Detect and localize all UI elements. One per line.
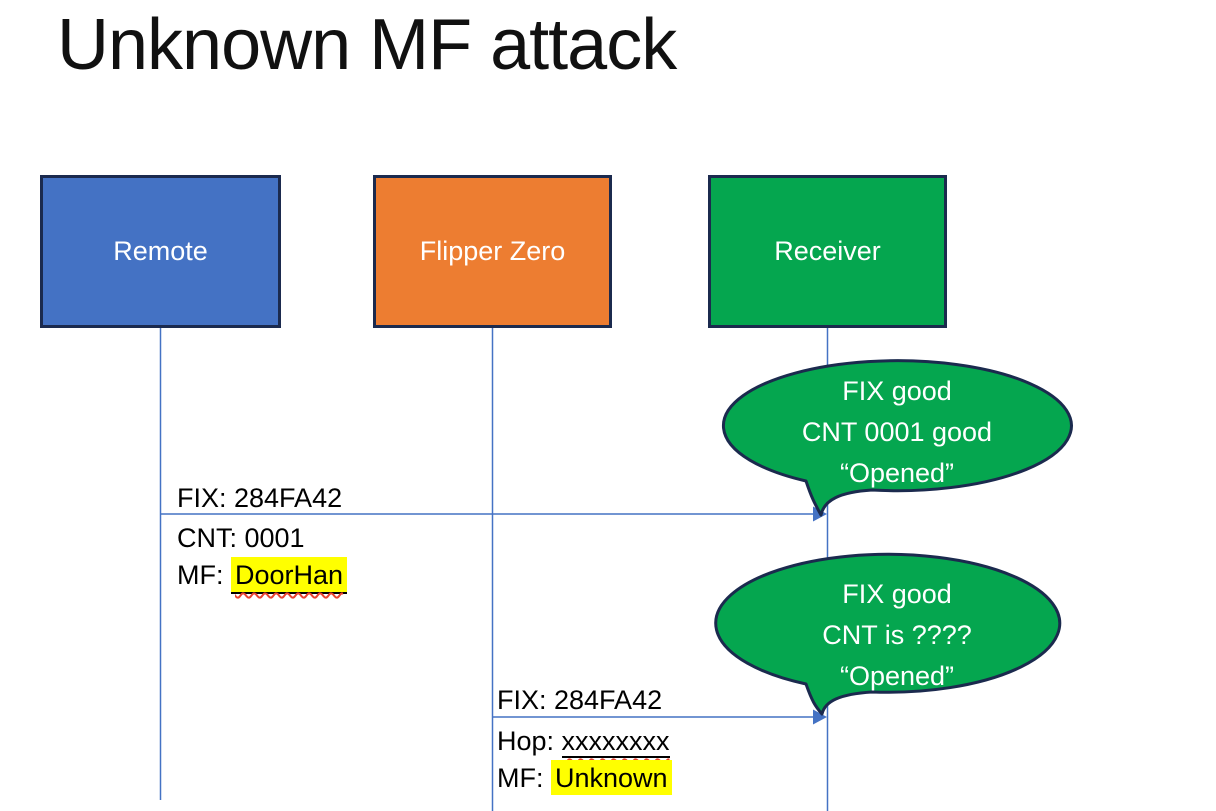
- message-1-cnt-label: CNT: 0001: [177, 523, 305, 553]
- message-1-fix-label: FIX: 284FA42: [177, 483, 343, 513]
- bubble-2-line-2: CNT is ????: [822, 620, 972, 650]
- message-2-hop-label: Hop: xxxxxxxx: [497, 726, 670, 758]
- speech-bubble-2-shape: [714, 552, 1062, 716]
- bubble-2-line-1: FIX good: [842, 579, 952, 609]
- actor-label-flipper-zero: Flipper Zero: [419, 236, 566, 266]
- actor-label-receiver: Receiver: [774, 236, 881, 266]
- message-2-mf-label: MF: Unknown: [497, 760, 672, 795]
- actor-box-flipper-zero: Flipper Zero: [373, 175, 612, 328]
- bubble-1-line-3: “Opened”: [839, 458, 955, 488]
- speech-bubble-2-text: FIX good CNT is ???? “Opened”: [722, 574, 1072, 697]
- bubble-2-line-3: “Opened”: [839, 661, 955, 691]
- actor-label-remote: Remote: [113, 236, 208, 266]
- squiggle-value-hop: xxxxxxxx: [561, 726, 670, 758]
- highlighted-value-unknown: Unknown: [551, 760, 672, 795]
- message-1-mf-label: MF: DoorHan: [177, 557, 348, 594]
- message-2-fix-label: FIX: 284FA42: [497, 685, 663, 715]
- message-arrow-2-arrowhead-icon: [813, 709, 827, 725]
- highlighted-value-doorhan: DoorHan: [231, 557, 348, 594]
- actor-box-receiver: Receiver: [708, 175, 947, 328]
- bubble-1-line-1: FIX good: [842, 376, 952, 406]
- speech-bubble-1-text: FIX good CNT 0001 good “Opened”: [722, 371, 1072, 494]
- actor-box-remote: Remote: [40, 175, 281, 328]
- speech-bubble-1-shape: [721, 359, 1073, 517]
- page-title: Unknown MF attack: [57, 5, 677, 85]
- bubble-1-line-2: CNT 0001 good: [801, 417, 993, 447]
